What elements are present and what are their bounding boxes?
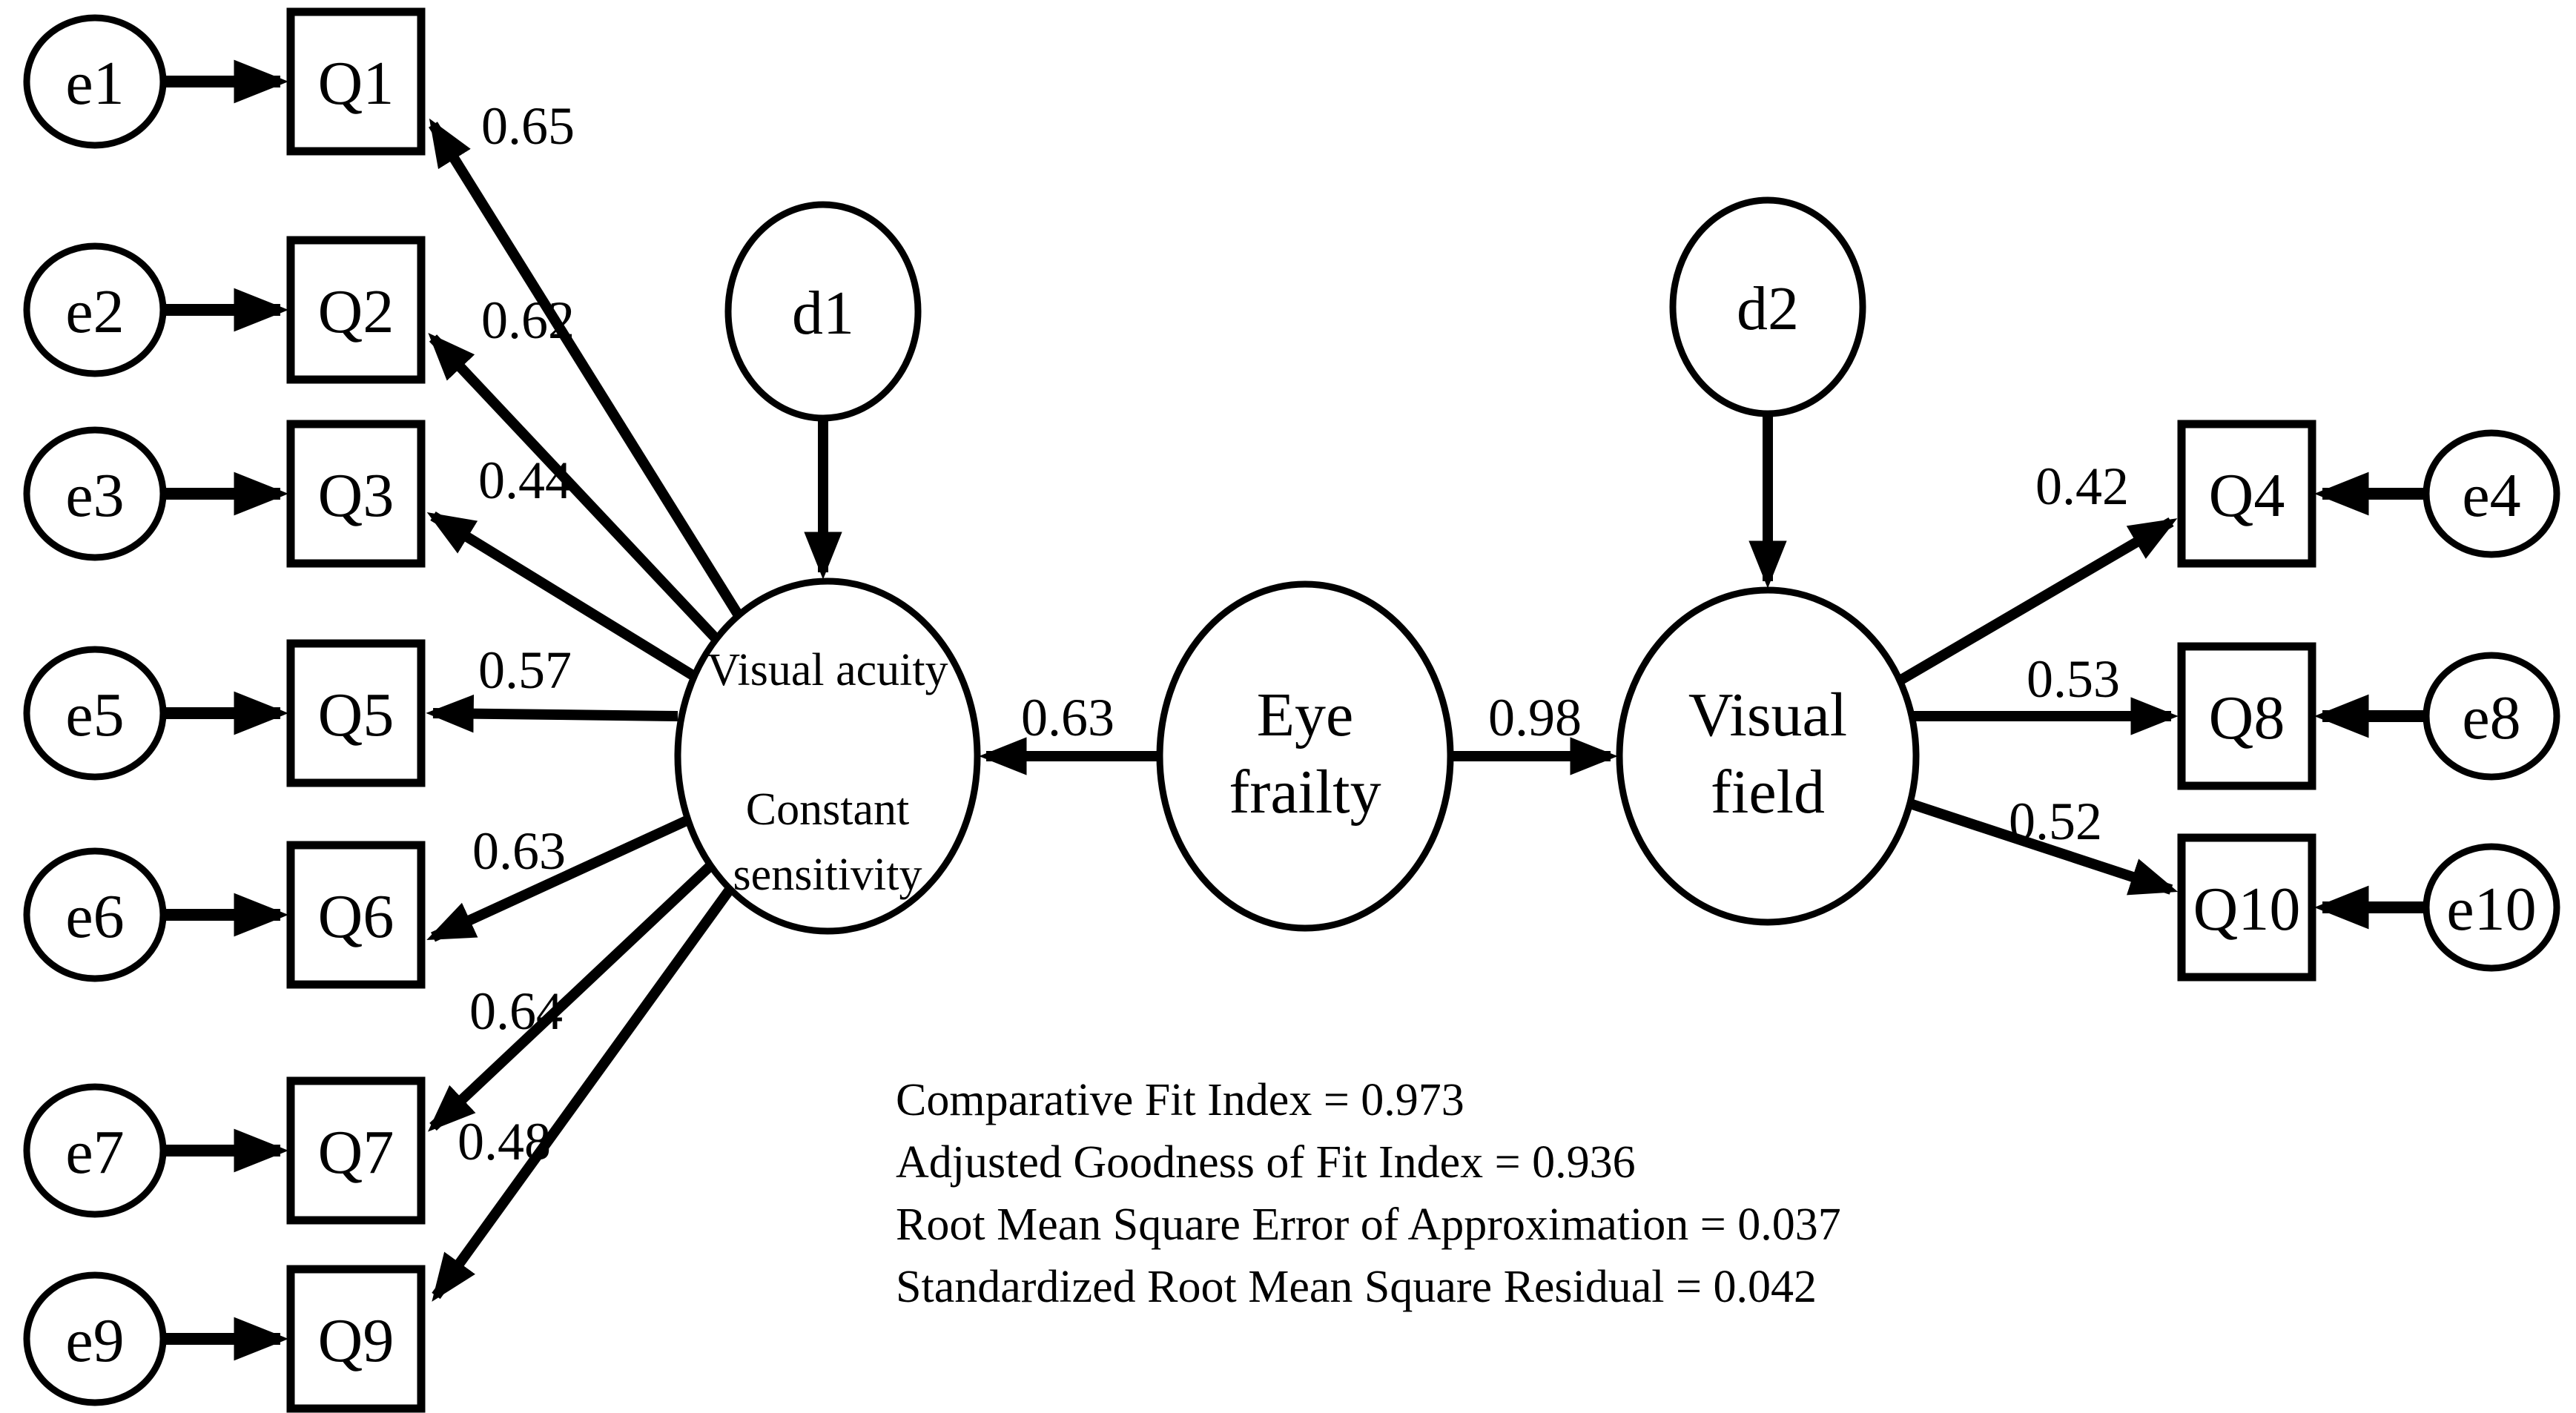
fit-stat-agfi: Adjusted Goodness of Fit Index = 0.936 — [896, 1137, 1636, 1188]
error-label-e7: e7 — [65, 1118, 124, 1187]
latent-label-visual-field-line1: Visual — [1688, 681, 1847, 749]
error-node-e7 — [23, 1083, 167, 1218]
error-label-e10: e10 — [2446, 875, 2536, 944]
error-node-e3 — [23, 426, 167, 561]
arrow-acuity-q9 — [432, 886, 734, 1302]
path-label-frailty-acuity: 0.63 — [1021, 688, 1114, 747]
indicator-label-q3: Q3 — [318, 461, 394, 530]
indicator-node-q1 — [286, 7, 426, 156]
indicator-label-q9: Q9 — [318, 1306, 394, 1375]
disturbance-node-d2 — [1669, 196, 1866, 417]
error-node-e9 — [23, 1271, 167, 1406]
error-label-e9: e9 — [65, 1306, 124, 1375]
indicator-node-q6 — [286, 841, 426, 989]
loading-label-q6: 0.63 — [472, 821, 566, 881]
latent-node-eye-frailty — [1156, 580, 1454, 932]
fit-stat-rmsea: Root Mean Square Error of Approximation … — [896, 1199, 1841, 1250]
error-label-e5: e5 — [65, 681, 124, 749]
loading-label-q9: 0.48 — [458, 1112, 551, 1171]
indicator-label-q8: Q8 — [2209, 684, 2285, 752]
latent-label-visual-acuity-line2: Constant — [746, 784, 909, 835]
error-label-e8: e8 — [2462, 684, 2520, 752]
loading-label-q2: 0.62 — [481, 291, 575, 350]
latent-label-visual-field-line2: field — [1711, 758, 1825, 827]
indicator-label-q4: Q4 — [2209, 461, 2285, 530]
error-node-e1 — [23, 14, 167, 149]
indicator-node-q2 — [286, 236, 426, 384]
error-node-e8 — [2423, 652, 2560, 781]
error-node-e5 — [23, 646, 167, 781]
arrow-acuity-q5 — [426, 694, 678, 733]
indicator-node-q9 — [286, 1265, 426, 1413]
latent-label-eye-frailty-line2: frailty — [1229, 758, 1381, 827]
loading-label-q10: 0.52 — [2009, 792, 2102, 851]
arrow-field-q4 — [1897, 517, 2178, 686]
latent-label-visual-acuity-line3: sensitivity — [733, 850, 922, 900]
loading-label-q5: 0.57 — [478, 641, 572, 700]
arrow-acuity-q3 — [426, 512, 697, 681]
error-label-e4: e4 — [2462, 461, 2520, 530]
indicator-node-q10 — [2177, 833, 2316, 982]
loading-label-q7: 0.64 — [469, 982, 563, 1041]
error-label-e6: e6 — [65, 882, 124, 951]
indicator-label-q7: Q7 — [318, 1118, 394, 1187]
error-node-e10 — [2423, 843, 2560, 972]
loading-label-q4: 0.42 — [2035, 457, 2129, 516]
error-node-e4 — [2423, 429, 2560, 558]
latent-node-visual-field — [1616, 586, 1920, 926]
error-label-e1: e1 — [65, 49, 124, 118]
latent-node-visual-acuity — [674, 578, 981, 935]
disturbance-label-d1: d1 — [792, 279, 854, 348]
arrow-acuity-q7 — [427, 861, 714, 1132]
error-node-e2 — [23, 242, 167, 377]
loading-label-q3: 0.44 — [478, 451, 572, 510]
disturbance-node-d1 — [724, 201, 922, 422]
disturbance-label-d2: d2 — [1737, 274, 1799, 343]
error-label-e2: e2 — [65, 277, 124, 346]
arrow-acuity-q1 — [429, 118, 743, 618]
arrow-field-q10 — [1908, 798, 2179, 896]
indicator-node-q7 — [286, 1076, 426, 1225]
indicator-node-q3 — [286, 420, 426, 568]
error-node-e6 — [23, 847, 167, 982]
latent-label-visual-acuity-line1: Visual acuity — [707, 645, 948, 695]
fit-stat-cfi: Comparative Fit Index = 0.973 — [896, 1075, 1464, 1125]
indicator-label-q5: Q5 — [318, 681, 394, 749]
indicator-label-q10: Q10 — [2193, 875, 2301, 944]
arrow-acuity-q2 — [428, 332, 721, 643]
fit-stat-srmr: Standardized Root Mean Square Residual =… — [896, 1262, 1817, 1312]
indicator-label-q2: Q2 — [318, 277, 394, 346]
path-label-frailty-field: 0.98 — [1488, 688, 1582, 747]
arrow-acuity-q6 — [426, 815, 690, 942]
indicator-node-q5 — [286, 639, 426, 787]
indicator-label-q1: Q1 — [318, 49, 394, 118]
error-label-e3: e3 — [65, 461, 124, 530]
indicator-node-q4 — [2177, 420, 2316, 568]
loading-label-q1: 0.65 — [481, 96, 575, 156]
latent-label-eye-frailty-line1: Eye — [1257, 681, 1354, 749]
loading-label-q8: 0.53 — [2027, 649, 2120, 709]
indicator-label-q6: Q6 — [318, 882, 394, 951]
indicator-node-q8 — [2177, 642, 2316, 790]
